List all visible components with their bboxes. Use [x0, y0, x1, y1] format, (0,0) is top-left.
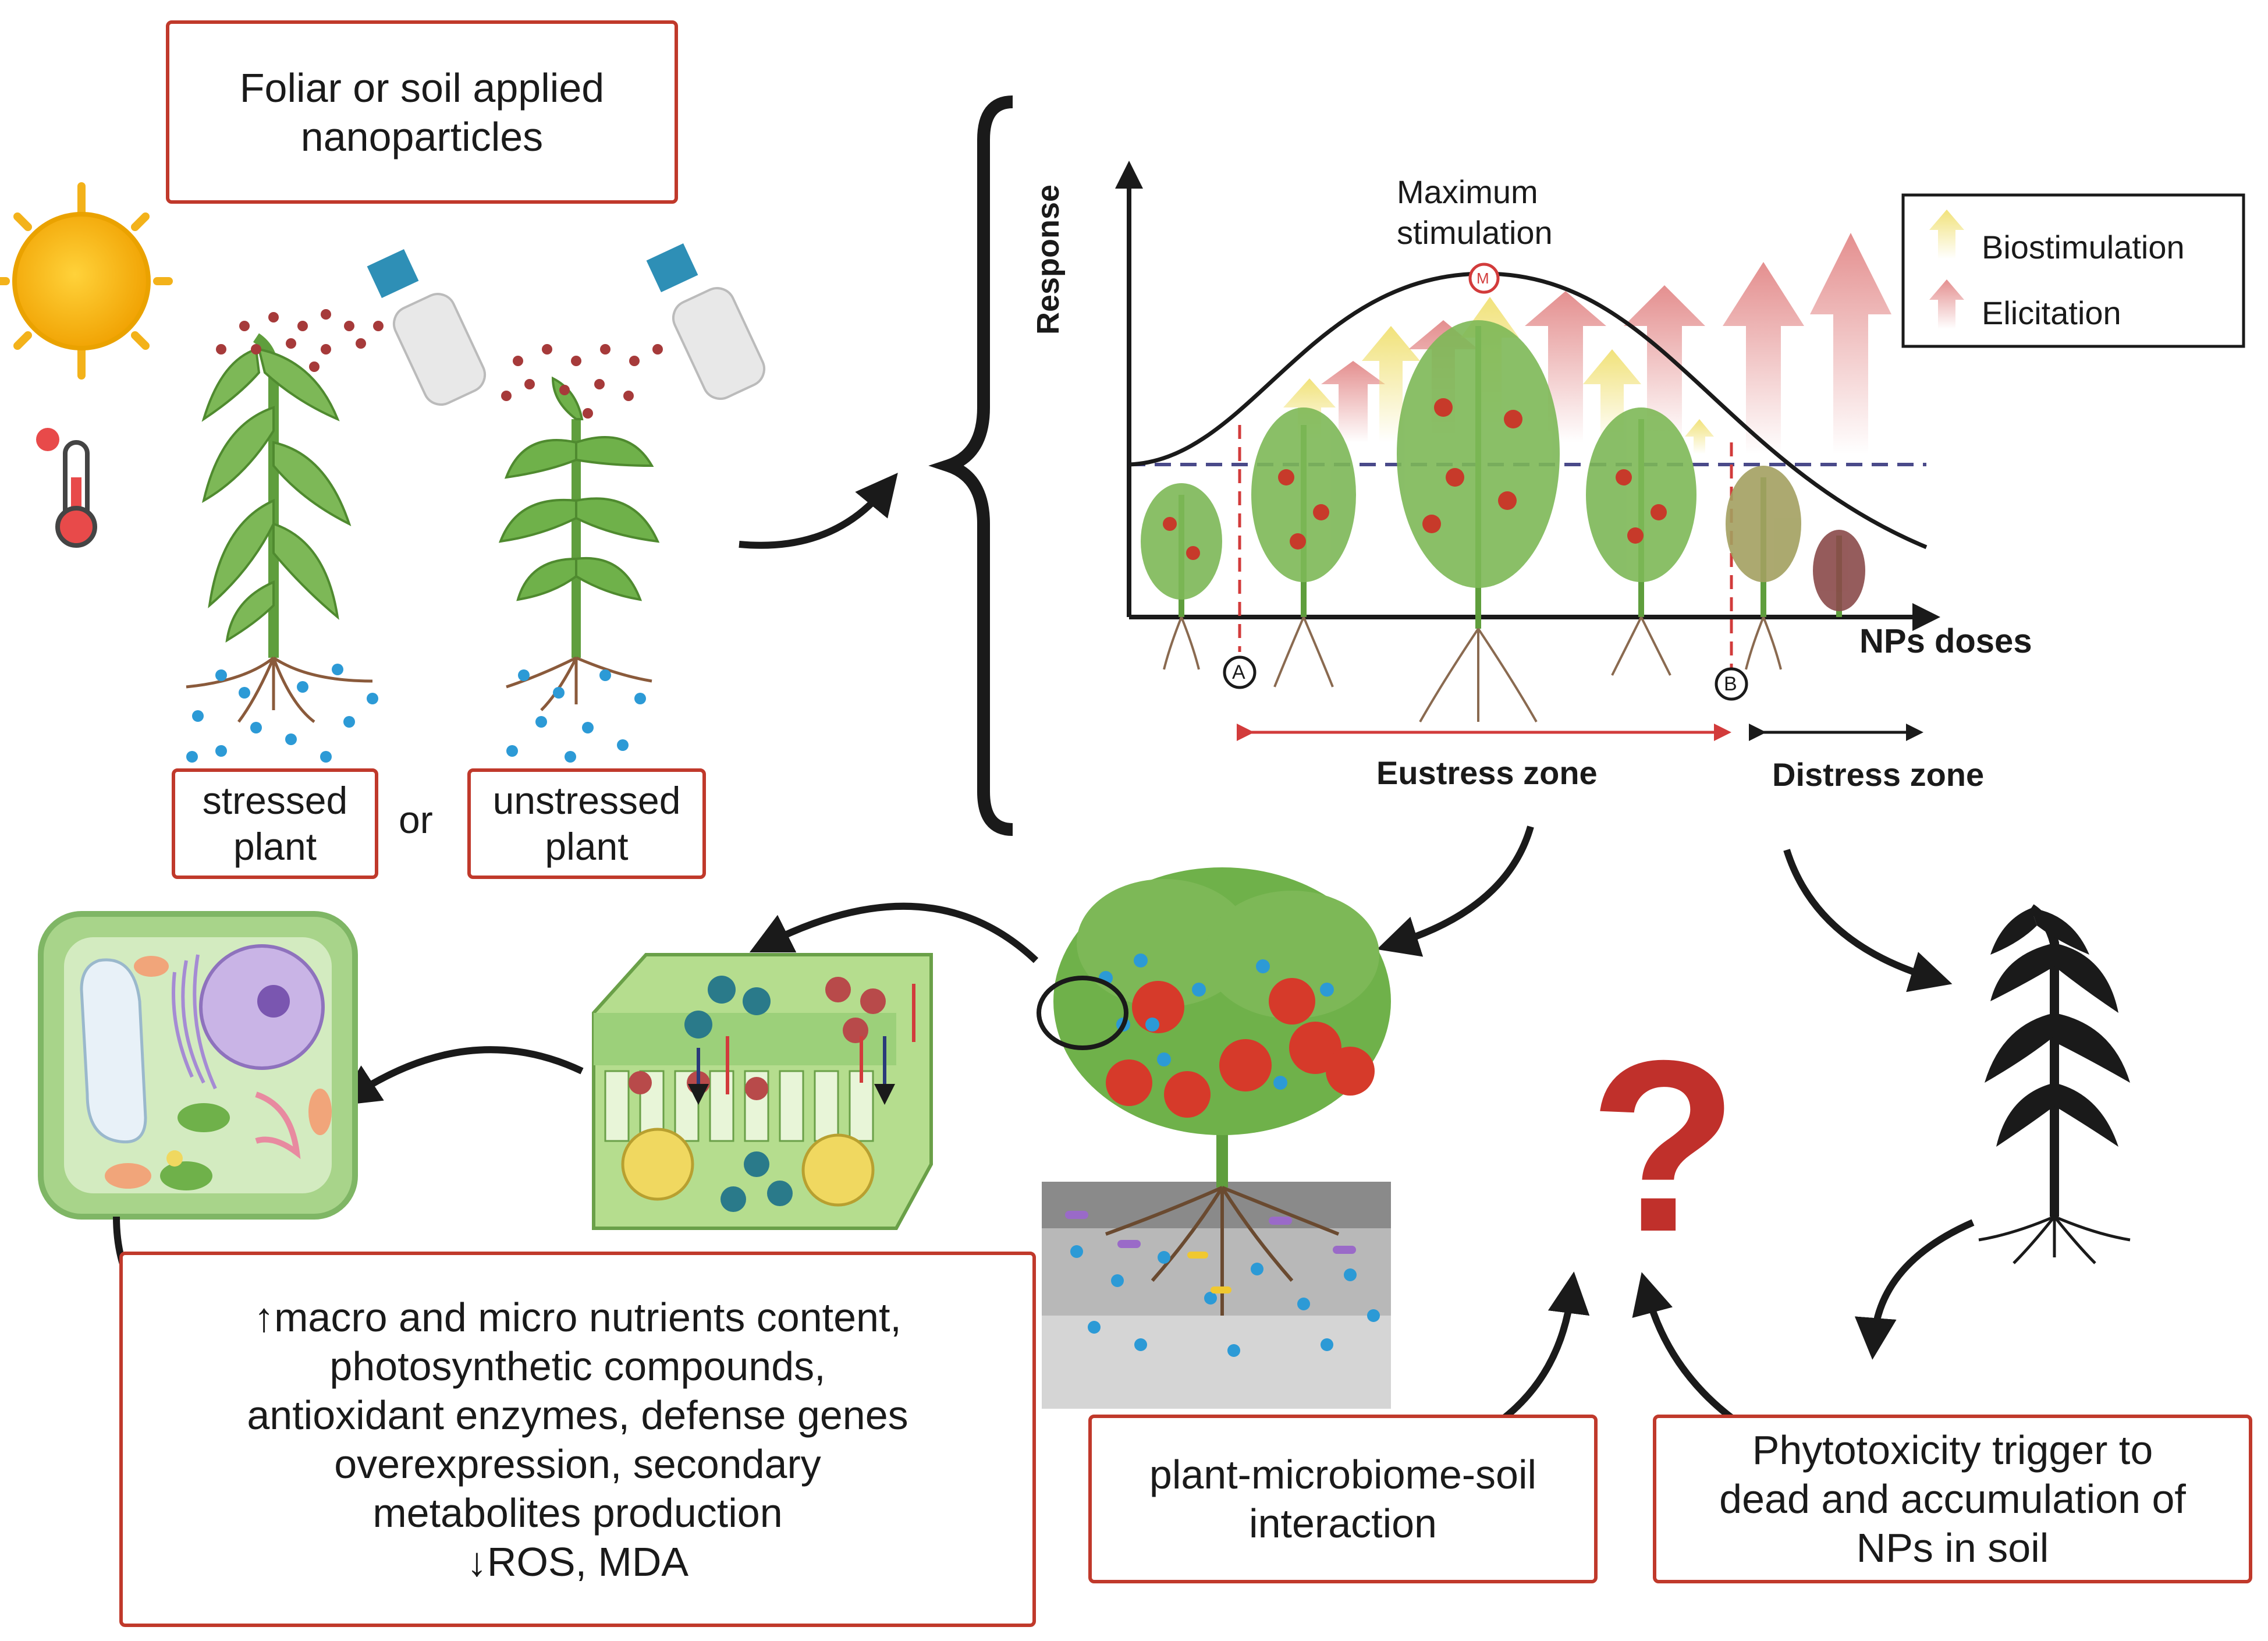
- flow-arrow: [337, 1046, 584, 1106]
- flow-arrow: [1632, 1272, 1754, 1436]
- flow-arrow: [1854, 1219, 1975, 1360]
- unstressed-plant-box: unstressed plant: [467, 768, 706, 879]
- stressed-plant-box: stressed plant: [172, 768, 378, 879]
- applied-nanoparticles-text: Foliar or soil applied nanoparticles: [239, 65, 605, 160]
- legend-elicitation-swatch: [1929, 279, 1964, 329]
- dead-plant-illustration: [1978, 904, 2131, 1264]
- unstressed-plant-illustration: [498, 376, 660, 711]
- stressed-plant-text: stressed plant: [202, 778, 348, 868]
- spray-bottle-icon: [367, 249, 487, 406]
- phytotoxicity-box: Phytotoxicity trigger to dead and accumu…: [1653, 1415, 2252, 1583]
- stressed-plant-illustration: [186, 333, 373, 723]
- curly-brace: [928, 95, 1013, 836]
- peak-label: Maximum stimulation: [1397, 173, 1553, 251]
- unstressed-plant-text: unstressed plant: [492, 778, 681, 868]
- flow-arrow: [749, 902, 1039, 963]
- question-mark-icon: ?: [1589, 1010, 1738, 1283]
- nanoparticle-spray: [216, 309, 663, 419]
- distress-zone-label: Distress zone: [1772, 756, 1985, 793]
- graph-plant-illustrations: [1141, 320, 1865, 722]
- legend-biostimulation-swatch: [1929, 210, 1964, 259]
- effects-text: ↑macro and micro nutrients content, phot…: [247, 1294, 908, 1585]
- phytotoxicity-text: Phytotoxicity trigger to dead and accumu…: [1719, 1427, 2186, 1571]
- soil-nanoparticles: [186, 664, 646, 763]
- eustress-zone-label: Eustress zone: [1376, 754, 1598, 791]
- tomato-plant-illustration: [1037, 867, 1391, 1409]
- x-axis-label: NPs doses: [1859, 622, 2032, 660]
- flow-arrow: [1376, 825, 1534, 957]
- legend-biostimulation-label: Biostimulation: [1982, 229, 2185, 265]
- legend-elicitation-label: Elicitation: [1982, 295, 2121, 331]
- sun-icon: [0, 182, 173, 380]
- spray-bottle-icon: [646, 243, 766, 400]
- plant-cell-illustration: [38, 911, 358, 1220]
- legend-box: [1901, 193, 2245, 348]
- flow-arrow: [1783, 849, 1953, 993]
- leaf-cross-section-illustration: [592, 953, 933, 1230]
- applied-nanoparticles-box: Foliar or soil applied nanoparticles: [166, 20, 678, 204]
- interaction-box: plant-microbiome-soil interaction: [1088, 1415, 1598, 1583]
- maximum-marker: [1468, 263, 1500, 294]
- thermometer-icon: [36, 428, 97, 548]
- flow-arrow: [1482, 1271, 1590, 1436]
- or-label: or: [399, 798, 433, 841]
- y-axis-label: Response: [1031, 184, 1066, 335]
- flow-arrow: [739, 473, 898, 549]
- marker-b: [1715, 667, 1748, 701]
- peak-marker-label: M: [1476, 270, 1489, 287]
- marker-a-label: A: [1232, 661, 1245, 683]
- marker-a: [1223, 655, 1257, 689]
- marker-b-label: B: [1724, 673, 1737, 695]
- effects-box: ↑macro and micro nutrients content, phot…: [119, 1252, 1036, 1627]
- interaction-text: plant-microbiome-soil interaction: [1149, 1452, 1537, 1546]
